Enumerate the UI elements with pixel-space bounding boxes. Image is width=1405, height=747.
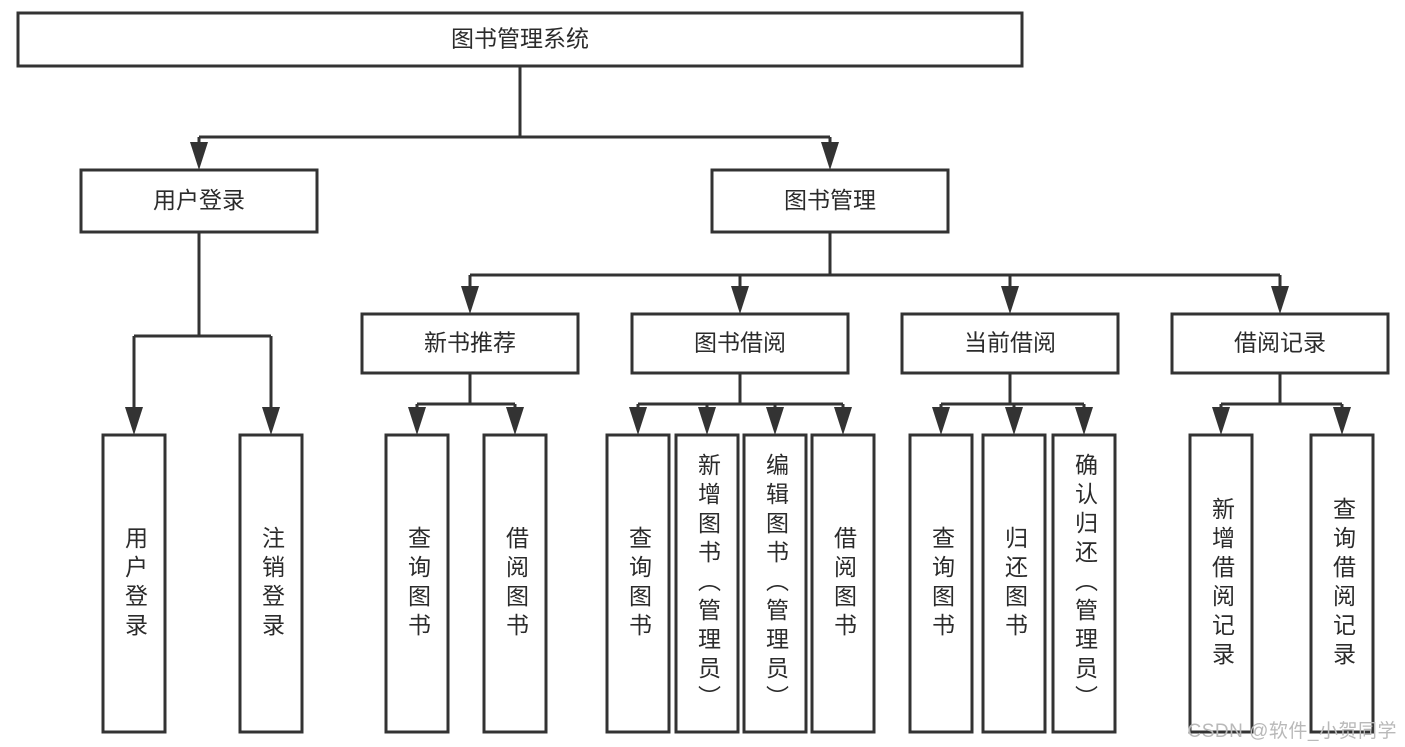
arrow-head-icon xyxy=(1333,407,1351,435)
node-label-book-borrow: 图书借阅 xyxy=(694,330,786,356)
node-label-borrow-record: 借阅记录 xyxy=(1234,330,1326,356)
arrow-head-icon xyxy=(766,407,784,435)
node-label-book-management: 图书管理 xyxy=(784,187,876,213)
node-box-new-book-recommend[interactable] xyxy=(360,312,580,375)
arrow-head-icon xyxy=(834,407,852,435)
node-box-leaf-logout[interactable] xyxy=(238,433,304,734)
arrow-head-icon xyxy=(731,286,749,314)
node-box-leaf-add-book[interactable] xyxy=(674,433,740,734)
node-box-root[interactable] xyxy=(16,11,1024,68)
node-label-user-login: 用户登录 xyxy=(153,187,245,213)
csdn-watermark: CSDN @软件_小贺同学 xyxy=(1187,721,1397,742)
node-box-leaf-query-book-borrow[interactable] xyxy=(605,433,671,734)
node-box-leaf-query-book-recommend[interactable] xyxy=(384,433,450,734)
node-label-root: 图书管理系统 xyxy=(451,26,589,52)
arrow-head-icon xyxy=(1212,407,1230,435)
node-box-leaf-confirm-return[interactable] xyxy=(1051,433,1117,734)
node-label-current-borrow: 当前借阅 xyxy=(964,330,1056,356)
arrow-head-icon xyxy=(1075,407,1093,435)
node-box-leaf-edit-book[interactable] xyxy=(742,433,808,734)
node-box-leaf-query-book-current[interactable] xyxy=(908,433,974,734)
arrow-head-icon xyxy=(262,407,280,435)
node-box-leaf-user-login[interactable] xyxy=(101,433,167,734)
arrow-head-icon xyxy=(698,407,716,435)
node-box-book-borrow[interactable] xyxy=(630,312,850,375)
node-box-leaf-borrow-book-recommend[interactable] xyxy=(482,433,548,734)
arrow-head-icon xyxy=(1005,407,1023,435)
arrow-head-icon xyxy=(461,286,479,314)
node-box-borrow-record[interactable] xyxy=(1170,312,1390,375)
arrow-head-icon xyxy=(408,407,426,435)
node-box-leaf-add-borrow-record[interactable] xyxy=(1188,433,1254,734)
arrow-head-icon xyxy=(506,407,524,435)
node-box-current-borrow[interactable] xyxy=(900,312,1120,375)
node-box-leaf-query-borrow-record[interactable] xyxy=(1309,433,1375,734)
boxes-layer xyxy=(16,11,1390,734)
node-box-book-management[interactable] xyxy=(710,168,950,234)
node-label-new-book-recommend: 新书推荐 xyxy=(424,330,516,356)
node-box-leaf-return-book[interactable] xyxy=(981,433,1047,734)
arrow-head-icon xyxy=(1271,286,1289,314)
arrow-head-icon xyxy=(821,142,839,170)
arrow-head-icon xyxy=(125,407,143,435)
arrow-head-icon xyxy=(932,407,950,435)
node-box-user-login[interactable] xyxy=(79,168,319,234)
node-box-leaf-borrow-book[interactable] xyxy=(810,433,876,734)
arrow-head-icon xyxy=(190,142,208,170)
arrow-head-icon xyxy=(1001,286,1019,314)
arrow-head-icon xyxy=(629,407,647,435)
connectors-layer xyxy=(125,66,1351,435)
